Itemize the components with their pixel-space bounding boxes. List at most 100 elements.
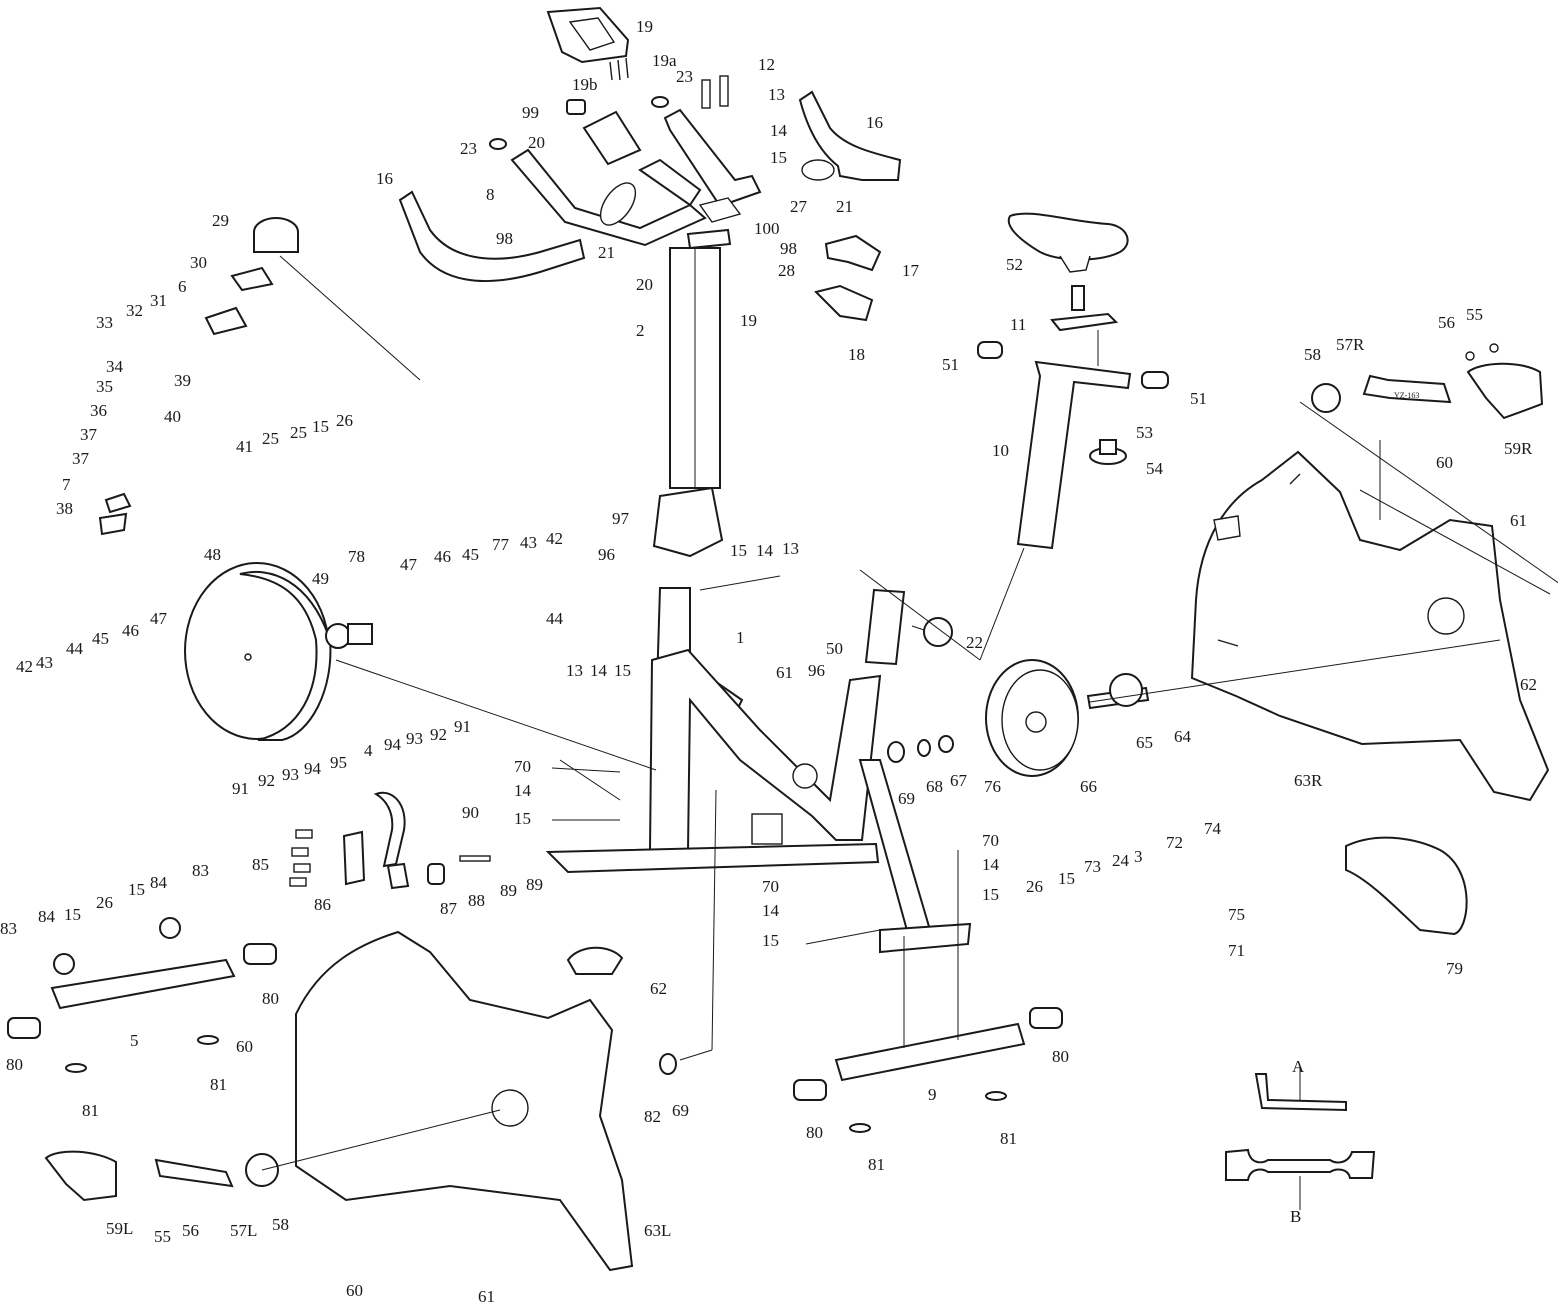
callout-15-rear: 15: [982, 885, 999, 904]
callout-40: 40: [164, 407, 181, 426]
callout-57R: 57R: [1336, 335, 1365, 354]
callout-15-top: 15: [770, 148, 787, 167]
callout-63L: 63L: [644, 1221, 671, 1240]
callout-42-right: 42: [546, 529, 563, 548]
callout-22: 22: [966, 633, 983, 652]
callout-30: 30: [190, 253, 207, 272]
callout-51-left: 51: [942, 355, 959, 374]
callout-50: 50: [826, 639, 843, 658]
callout-82: 82: [644, 1107, 661, 1126]
callout-64: 64: [1174, 727, 1192, 746]
callout-15-knob: 15: [312, 417, 329, 436]
callout-14-left: 14: [590, 661, 608, 680]
callout-47-right: 47: [400, 555, 418, 574]
stem-tube-part: [669, 228, 732, 489]
callout-26-stab: 26: [96, 893, 113, 912]
callout-41: 41: [236, 437, 253, 456]
pop-pin-part: [911, 617, 953, 647]
callout-31: 31: [150, 291, 167, 310]
callout-21-left: 21: [598, 243, 615, 262]
callout-63R: 63R: [1294, 771, 1323, 790]
callout-19a: 19a: [652, 51, 677, 70]
callout-14-rear: 14: [982, 855, 1000, 874]
callout-56-left: 56: [182, 1221, 199, 1240]
front-stabilizer-part: [50, 917, 236, 1010]
callout-45-right: 45: [462, 545, 479, 564]
crank-axle-part: [1086, 673, 1150, 710]
callout-94-left: 94: [304, 759, 322, 778]
callout-35: 35: [96, 377, 113, 396]
callout-4: 4: [364, 741, 373, 760]
callout-25-b: 25: [290, 423, 307, 442]
callout-55-right: 55: [1466, 305, 1483, 324]
callout-11: 11: [1010, 315, 1026, 334]
aero-bar-right-part: [798, 90, 902, 181]
callout-26-idler: 26: [1026, 877, 1043, 896]
callout-95: 95: [330, 753, 347, 772]
callout-15-bottom: 15: [762, 931, 779, 950]
callout-16-left: 16: [376, 169, 393, 188]
handlebar-part: [489, 96, 835, 247]
callout-57L: 57L: [230, 1221, 257, 1240]
callout-85: 85: [252, 855, 269, 874]
callout-73: 73: [1084, 857, 1101, 876]
callout-10: 10: [992, 441, 1009, 460]
flywheel-part: [184, 562, 332, 741]
callout-7: 7: [62, 475, 71, 494]
callout-61-frame: 61: [776, 663, 793, 682]
crank-marking: YZ-163: [1394, 391, 1419, 400]
callout-23-right: 23: [676, 67, 693, 86]
callout-81-rear-right: 81: [1000, 1129, 1017, 1148]
callout-81-rear-left: 81: [868, 1155, 885, 1174]
rear-stabilizer-part: [834, 1022, 1026, 1082]
callout-37-b: 37: [72, 449, 90, 468]
callout-70-bottom: 70: [762, 877, 779, 896]
callout-15-frame: 15: [514, 809, 531, 828]
callout-84-left: 84: [38, 907, 56, 926]
callout-92-left: 92: [258, 771, 275, 790]
leveling-feet-part: [65, 1035, 1007, 1133]
callout-14-frame: 14: [514, 781, 532, 800]
callout-26-knob: 26: [336, 411, 353, 430]
callout-70-frame: 70: [514, 757, 531, 776]
tension-bracket-part: [98, 266, 274, 536]
callout-98-left: 98: [496, 229, 513, 248]
callout-67: 67: [950, 771, 968, 790]
callout-89-b: 89: [526, 875, 543, 894]
callout-5: 5: [130, 1031, 139, 1050]
callout-98-right: 98: [780, 239, 797, 258]
callout-65: 65: [1136, 733, 1153, 752]
drive-belt-part: [1345, 836, 1468, 936]
callout-94-right: 94: [384, 735, 402, 754]
callout-13-top: 13: [768, 85, 785, 104]
callout-12: 12: [758, 55, 775, 74]
seat-slider-part: [1050, 312, 1119, 366]
callout-15-mid: 15: [730, 541, 747, 560]
handlebar-cover-top-part: [824, 234, 882, 272]
callout-28: 28: [778, 261, 795, 280]
callout-2: 2: [636, 321, 645, 340]
flywheel-hub-part: [325, 623, 373, 649]
callout-32: 32: [126, 301, 143, 320]
callout-44-right: 44: [546, 609, 564, 628]
callout-3: 3: [1134, 847, 1143, 866]
callout-77: 77: [492, 535, 510, 554]
callout-66: 66: [1080, 777, 1097, 796]
callout-71: 71: [1228, 941, 1245, 960]
callout-58-right: 58: [1304, 345, 1321, 364]
callout-59L: 59L: [106, 1219, 133, 1238]
callout-51-right: 51: [1190, 389, 1207, 408]
callout-89-a: 89: [500, 881, 517, 900]
callout-80-right: 80: [262, 989, 279, 1008]
callout-83-right: 83: [192, 861, 209, 880]
right-crank-part: [1311, 343, 1499, 413]
callout-62-right: 62: [1520, 675, 1537, 694]
callout-13-left: 13: [566, 661, 583, 680]
callout-23-left: 23: [460, 139, 477, 158]
wrench-tool-part: [1225, 1148, 1376, 1181]
left-crank-part: [154, 1153, 279, 1188]
callout-49: 49: [312, 569, 329, 588]
callout-34: 34: [106, 357, 124, 376]
callout-62-bottle: 62: [650, 979, 667, 998]
